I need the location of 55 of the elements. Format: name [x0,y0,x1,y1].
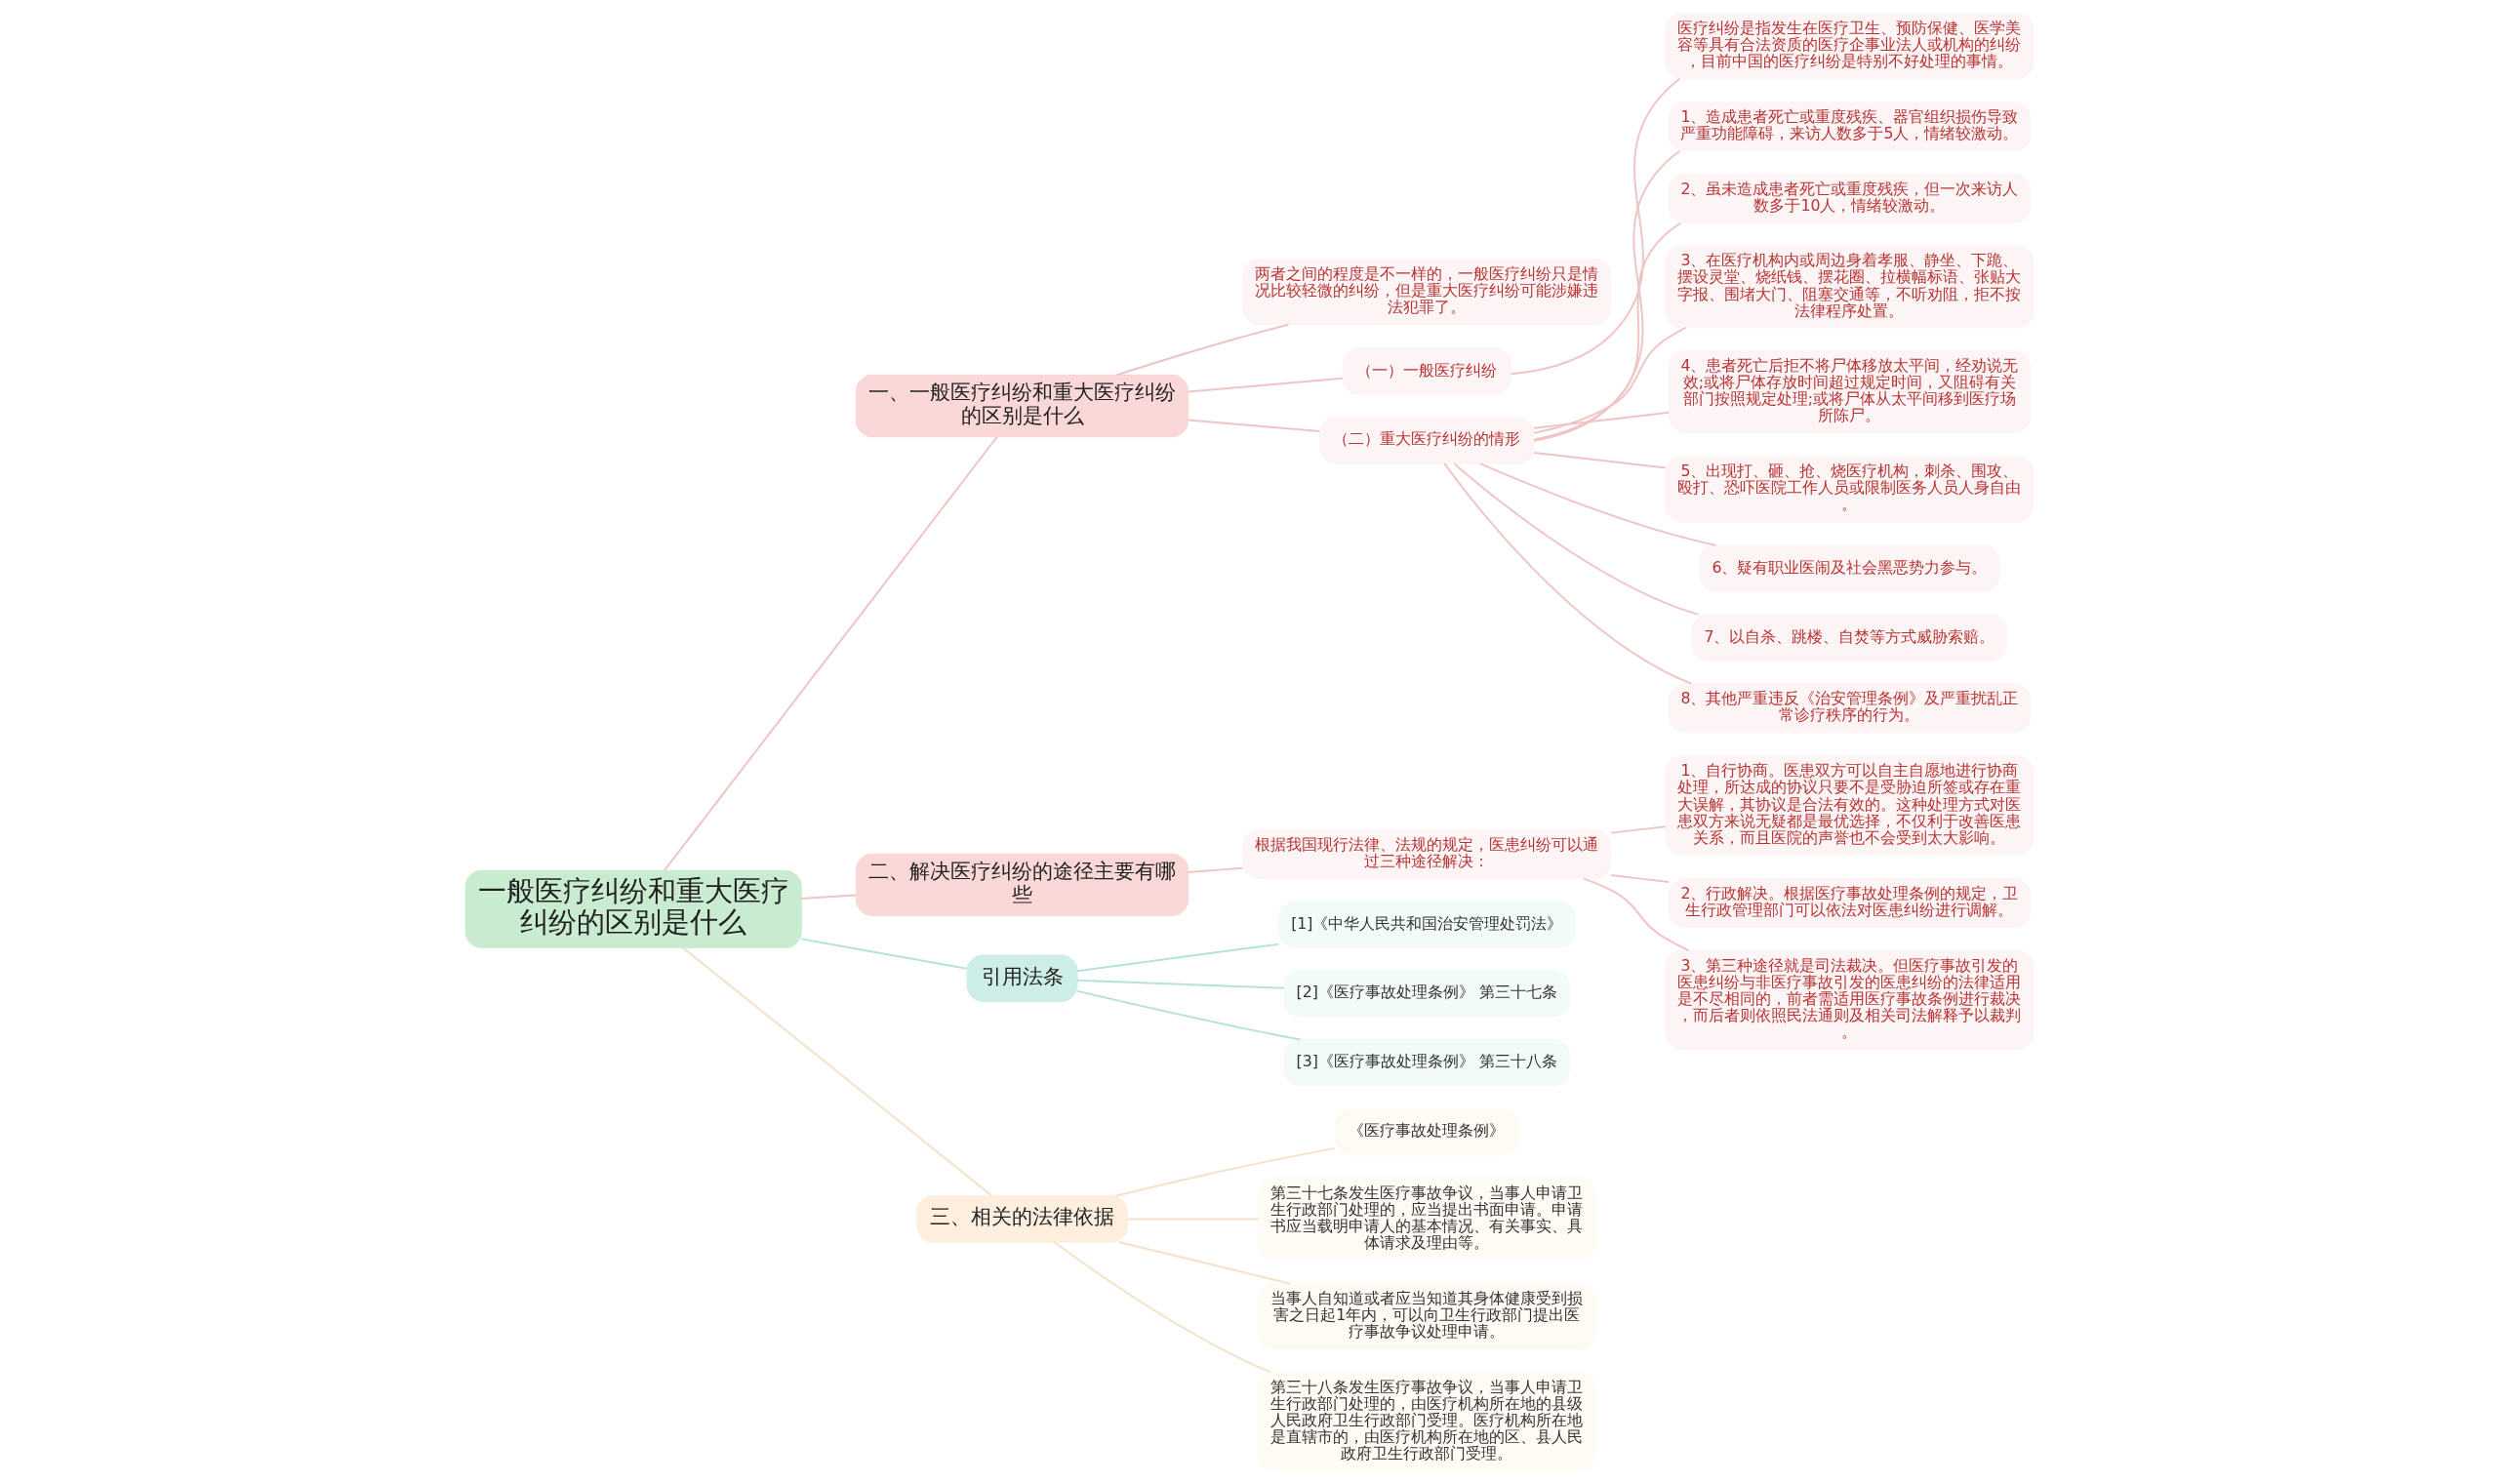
node-box: 两者之间的程度是不一样的，一般医疗纠纷只是情况比较轻微的纠纷，但是重大医疗纠纷可能涉嫌违法犯罪了。 [1241,259,1611,326]
connector [799,894,857,900]
node-box: 一、一般医疗纠纷和重大医疗纠纷的区别是什么 [855,374,1189,438]
node-box: 一般医疗纠纷和重大医疗纠纷的区别是什么 [464,869,802,948]
connector [1532,411,1670,429]
connector [1609,874,1670,883]
node-box: [1]《中华人民共和国治安管理处罚法》 [1277,901,1576,948]
connector [1114,323,1289,377]
node-box: 2、行政解决。根据医疗事故处理条例的规定，卫生行政管理部门可以依法对医患纠纷进行调解。 [1668,877,2031,928]
connector [1532,221,1681,441]
node-box: 第三十八条发生医疗事故争议，当事人申请卫生行政部门处理的，由医疗机构所在地的县级人民政府卫生行政部门受理。医疗机构所在地是直辖市的，由医疗机构所在地的区、县人民政府卫生行政部门受理。 [1257,1371,1596,1471]
connector [1126,1218,1260,1221]
node-box: 5、出现打、砸、抢、烧医疗机构，刺杀、围攻、殴打、恐吓医院工作人员或限制医务人员人身自由。 [1664,456,2034,523]
node-box: [2]《医疗事故处理条例》 第三十七条 [1282,970,1570,1018]
connector [799,938,968,970]
connector [1187,866,1244,873]
node-box: 7、以自杀、跳楼、自焚等方式威胁索赔。 [1690,614,2007,662]
connector [1052,1241,1271,1374]
node-box: 1、自行协商。医患双方可以自主自愿地进行协商处理，所达成的协议只要不是受胁迫所签或存在重大误解，其协议是合法有效的。这种处理方式对医患双方来说无疑都是最优选择，不仅利于改善医患关系，而且医院的声誉也不会受到太大影响。 [1664,755,2034,856]
connector [1187,419,1321,433]
connector [681,946,993,1197]
connector [1075,989,1302,1041]
node-box: 二、解决医疗纠纷的途径主要有哪些 [855,853,1189,916]
connector [1075,943,1279,973]
node-box: 引用法条 [965,954,1078,1002]
node-box: 第三十七条发生医疗事故争议，当事人申请卫生行政部门处理的，应当提出书面申请。申请书应当载明申请人的基本情况、有关事实、具体请求及理由等。 [1257,1177,1596,1262]
node-box: 3、在医疗机构内或周边身着孝服、静坐、下跪、摆设灵堂、烧纸钱、摆花圈、拉横幅标语、张贴大字报、围堵大门、阻塞交通等，不听劝阻，拒不按法律程序处置。 [1664,245,2034,329]
node-box: 6、疑有职业医闹及社会黑恶势力参与。 [1698,544,2000,592]
node-box: 3、第三种途径就是司法裁决。但医疗事故引发的医患纠纷与非医疗事故引发的医患纠纷的法律适用是不尽相同的，前者需适用医疗事故条例进行裁决，而后者则依照民法通则及相关司法解释予以裁判。 [1664,949,2034,1051]
node-box: 4、患者死亡后拒不将尸体移放太平间，经劝说无效;或将尸体存放时间超过规定时间，又阻碍有关部门按照规定处理;或将尸体从太平间移到医疗场所陈尸。 [1668,349,2031,434]
node-box: [3]《医疗事故处理条例》 第三十八条 [1282,1039,1570,1087]
node-box: 医疗纠纷是指发生在医疗卫生、预防保健、医学美容等具有合法资质的医疗企事业法人或机构的纠纷，目前中国的医疗纠纷是特别不好处理的事情。 [1664,13,2034,80]
node-box: 2、虽未造成患者死亡或重度残疾，但一次来访人数多于10人，情绪较激动。 [1668,173,2031,223]
connector [1113,1146,1336,1197]
connector [1532,150,1680,442]
node-box: 根据我国现行法律、法规的规定，医患纠纷可以通过三种途径解决： [1241,828,1611,879]
connector [663,435,998,872]
connector [1442,462,1692,685]
connector [1509,77,1680,376]
connector [1532,326,1686,434]
node-box: 8、其他严重违反《治安管理条例》及严重扰乱正常诊疗秩序的行为。 [1668,683,2031,734]
connector [1117,1241,1292,1285]
node-box: 1、造成患者死亡或重度残疾、器官组织损伤导致严重功能障碍，来访人数多于5人，情绪较激动。 [1668,101,2031,152]
node-box: （一）一般医疗纠纷 [1342,347,1511,395]
connector [1075,979,1285,989]
node-box: （二）重大医疗纠纷的情形 [1318,417,1535,464]
connector [1478,462,1717,546]
connector [1452,462,1699,616]
connector [1532,452,1667,469]
connector [1609,825,1667,834]
connector [1582,877,1690,952]
connector [1187,377,1344,393]
node-box: 《医疗事故处理条例》 [1334,1107,1519,1156]
node-box: 三、相关的法律依据 [915,1195,1128,1243]
node-box: 当事人自知道或者应当知道其身体健康受到损害之日起1年内，可以向卫生行政部门提出医疗事故争议处理申请。 [1257,1283,1596,1350]
